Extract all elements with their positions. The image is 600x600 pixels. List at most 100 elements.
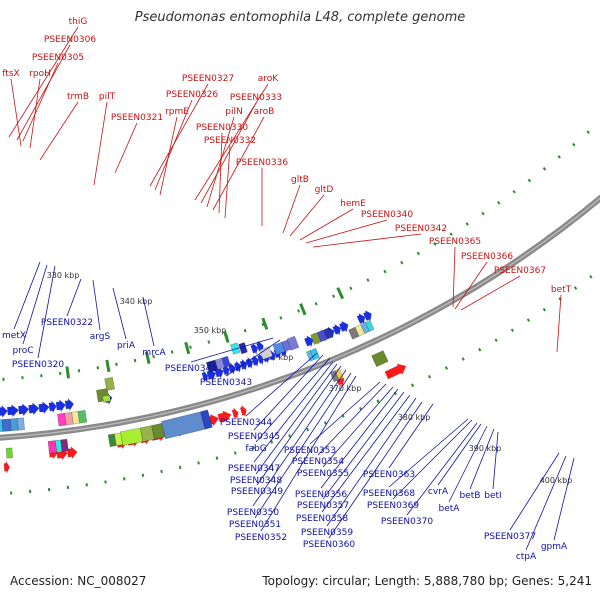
reverse-feature-block bbox=[17, 417, 25, 431]
reverse-gene-label: PSEEN0351 bbox=[229, 520, 281, 530]
forward-gene-label: pilN bbox=[225, 107, 242, 117]
forward-gene-label: PSEEN0321 bbox=[111, 113, 163, 123]
reverse-gene-label: mrcA bbox=[142, 348, 166, 358]
forward-gene-label: hemE bbox=[340, 199, 366, 209]
reverse-feature-block bbox=[364, 319, 375, 332]
forward-gene-label: gltD bbox=[315, 185, 334, 195]
reverse-feature-block bbox=[102, 394, 111, 403]
forward-gene-label: PSEEN0365 bbox=[429, 237, 481, 247]
forward-gene-label: PSEEN0340 bbox=[361, 210, 413, 220]
reverse-gene-arrow bbox=[7, 404, 20, 418]
forward-gene-arrow bbox=[66, 446, 78, 460]
reverse-gene-label-leader bbox=[253, 354, 324, 431]
forward-gene-label: PSEEN0336 bbox=[236, 158, 288, 168]
forward-gene-label-leader bbox=[282, 184, 301, 234]
reverse-gene-label: betI bbox=[484, 491, 501, 501]
reverse-gene-label: PSEEN0356 bbox=[295, 490, 347, 500]
reverse-gene-arrow bbox=[64, 398, 74, 412]
reverse-gene-label: gpmA bbox=[541, 542, 568, 552]
genome-backbone-highlight bbox=[0, 197, 600, 439]
map-title: Pseudomonas entomophila L48, complete ge… bbox=[134, 10, 466, 25]
reverse-gene-label-leader bbox=[525, 455, 567, 551]
reverse-gene-label: PSEEN0368 bbox=[363, 489, 415, 499]
reverse-gene-arrow bbox=[250, 342, 258, 356]
reverse-gene-label-leader bbox=[509, 452, 560, 531]
forward-gene-label-leader bbox=[452, 246, 456, 308]
forward-gene-label-leader bbox=[114, 122, 138, 174]
forward-gene-label: ftsX bbox=[2, 69, 19, 79]
reverse-gene-label: PSEEN0320 bbox=[12, 360, 64, 370]
reverse-feature-block bbox=[104, 376, 115, 391]
reverse-gene-label-leader bbox=[255, 357, 331, 443]
reverse-feature-block bbox=[221, 355, 231, 368]
reverse-gene-label-leader bbox=[309, 381, 381, 445]
forward-gene-label: rpmE bbox=[165, 107, 189, 117]
reverse-feature-block bbox=[286, 335, 300, 351]
reverse-gene-arrow bbox=[201, 370, 209, 383]
outer-dotted-track bbox=[0, 267, 600, 496]
reverse-gene-label-leader bbox=[253, 361, 334, 463]
forward-gene-arrow bbox=[231, 407, 239, 420]
reverse-gene-label: PSEEN0341 bbox=[165, 364, 217, 374]
reverse-gene-arrow bbox=[0, 404, 8, 418]
reverse-gene-label-leader bbox=[225, 339, 281, 377]
forward-gene-arrow bbox=[384, 363, 407, 380]
reverse-gene-label-leader bbox=[321, 394, 411, 513]
reverse-gene-label-leader bbox=[256, 365, 342, 486]
forward-gene-label: rpoH bbox=[29, 69, 51, 79]
reverse-gene-arrow bbox=[48, 400, 57, 414]
reverse-gene-label-leader bbox=[469, 428, 495, 490]
forward-feature-block bbox=[161, 411, 206, 440]
reverse-gene-label: PSEEN0357 bbox=[297, 501, 349, 511]
tick-mark bbox=[261, 317, 269, 330]
reverse-gene-label-leader bbox=[37, 265, 56, 359]
tick-mark bbox=[65, 366, 71, 379]
reverse-gene-label-leader bbox=[553, 457, 575, 541]
forward-gene-label-leader bbox=[454, 261, 488, 310]
forward-gene-label-leader bbox=[16, 44, 71, 141]
reverse-gene-arrow bbox=[28, 402, 40, 416]
reverse-gene-label: proC bbox=[12, 346, 33, 356]
forward-gene-label: PSEEN0305 bbox=[32, 53, 84, 63]
forward-gene-label: gltB bbox=[291, 175, 309, 185]
reverse-gene-label: PSEEN0377 bbox=[484, 532, 536, 542]
reverse-gene-label: PSEEN0350 bbox=[227, 508, 279, 518]
forward-gene-label-leader bbox=[93, 101, 108, 186]
reverse-gene-label: priA bbox=[117, 341, 136, 351]
forward-gene-arrow bbox=[239, 405, 247, 417]
reverse-gene-arrow bbox=[257, 353, 264, 365]
reverse-gene-label-leader bbox=[66, 278, 82, 317]
tick-mark bbox=[299, 303, 307, 316]
forward-gene-label-leader bbox=[8, 26, 79, 138]
reverse-gene-label: PSEEN0360 bbox=[303, 540, 355, 550]
reverse-gene-label: metX bbox=[2, 331, 26, 341]
genome-summary-text: Topology: circular; Length: 5,888,780 bp… bbox=[262, 574, 592, 588]
forward-gene-label: PSEEN0332 bbox=[204, 136, 256, 146]
reverse-gene-label: cvrA bbox=[428, 487, 449, 497]
forward-gene-label-leader bbox=[22, 62, 59, 142]
forward-gene-label-leader bbox=[212, 116, 265, 211]
reverse-feature-block bbox=[323, 327, 333, 340]
tick-mark bbox=[144, 351, 151, 364]
reverse-gene-label-leader bbox=[328, 401, 423, 539]
reverse-gene-label-leader bbox=[322, 386, 394, 468]
reverse-gene-label-leader bbox=[254, 372, 352, 519]
forward-gene-label: pilT bbox=[99, 92, 116, 102]
reverse-gene-label: betA bbox=[439, 504, 461, 514]
forward-gene-label: PSEEN0326 bbox=[166, 90, 218, 100]
reverse-gene-label: argS bbox=[90, 332, 111, 342]
forward-gene-label-leader bbox=[159, 116, 178, 196]
reverse-gene-label-leader bbox=[448, 425, 488, 503]
reverse-gene-arrow bbox=[304, 335, 314, 348]
forward-gene-label-leader bbox=[154, 99, 193, 191]
forward-gene-label: PSEEN0306 bbox=[44, 35, 96, 45]
tick-label: 380 kbp bbox=[398, 413, 431, 422]
reverse-gene-label: PSEEN0354 bbox=[292, 457, 344, 467]
tick-mark bbox=[223, 330, 230, 343]
reverse-gene-label-leader bbox=[392, 419, 473, 500]
reverse-gene-label-leader bbox=[388, 403, 434, 469]
reverse-gene-arrow bbox=[332, 323, 342, 336]
forward-gene-label-leader bbox=[10, 78, 22, 147]
forward-gene-label: PSEEN0327 bbox=[182, 74, 234, 84]
